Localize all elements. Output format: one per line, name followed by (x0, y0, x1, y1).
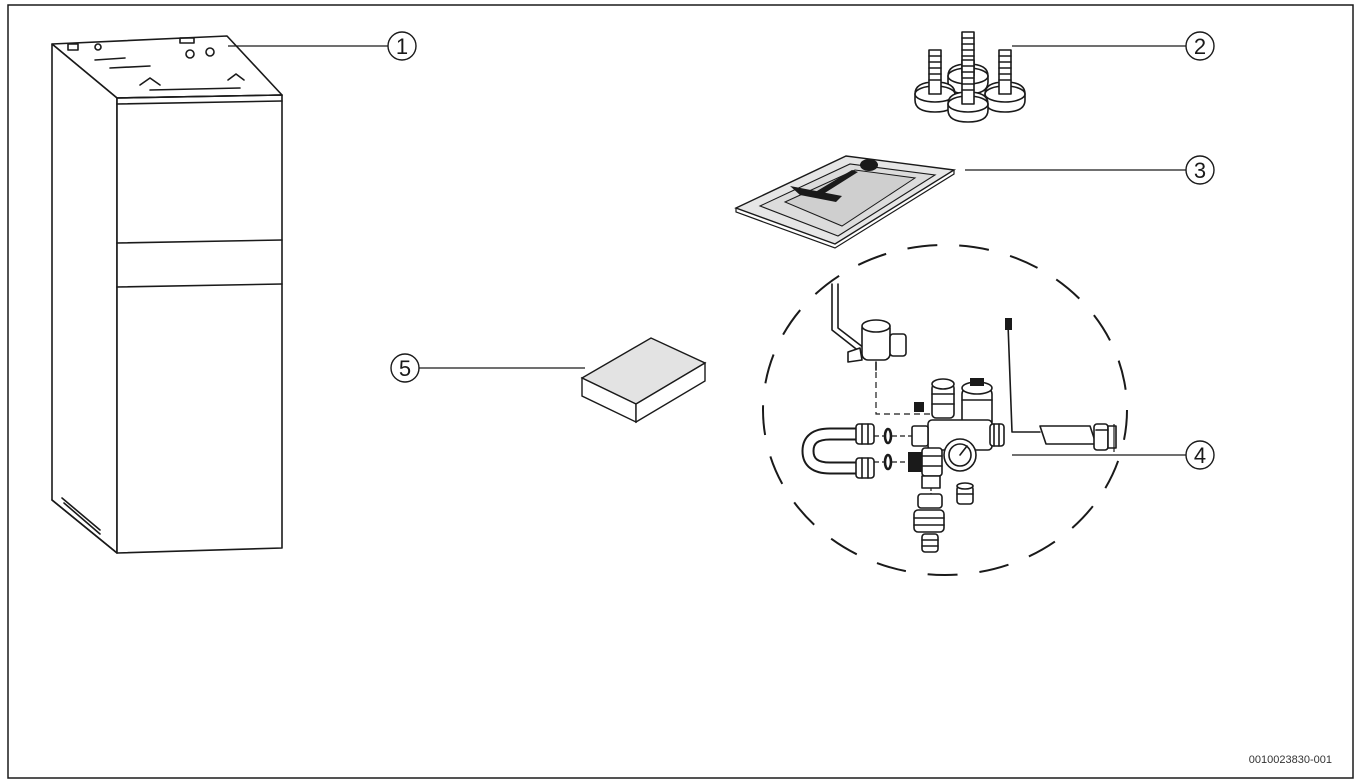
documentation-pack (734, 155, 957, 249)
figure-frame (7, 4, 1354, 779)
callout-circle-5 (390, 353, 420, 383)
callout-number-5: 5 (399, 356, 411, 381)
callout-circle-2 (1185, 31, 1215, 61)
callout-number-3: 3 (1194, 158, 1206, 183)
callout-number-2: 2 (1194, 34, 1206, 59)
callout-number-4: 4 (1194, 443, 1206, 468)
callout-number-1: 1 (396, 34, 408, 59)
adjustable-feet (914, 31, 1026, 123)
kit-dashed-boundary (762, 244, 1128, 576)
boiler-unit (51, 35, 283, 554)
callout-circle-4 (1185, 440, 1215, 470)
figure-reference-code: 0010023830-001 (1249, 754, 1332, 766)
callout-circle-3 (1185, 155, 1215, 185)
connection-kit (762, 244, 1128, 576)
callout-circle-1 (387, 31, 417, 61)
accessory-box (580, 337, 707, 424)
